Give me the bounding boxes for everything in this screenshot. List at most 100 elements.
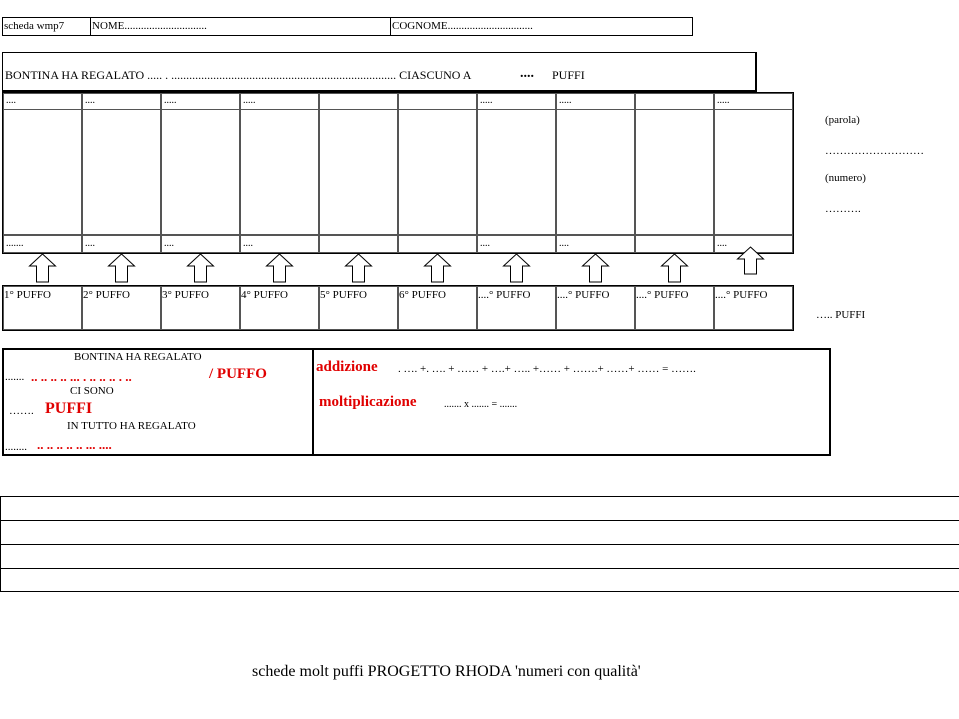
summary-puffi: PUFFI [45,400,93,417]
statement-suffix: PUFFI [552,68,585,82]
writing-line[interactable] [1,544,959,545]
puffi-row-frame [2,285,794,331]
header-divider-2 [390,18,391,35]
summary-line6-dots[interactable]: ........ [5,441,27,453]
up-arrow-icon [186,253,215,283]
numero-answer[interactable]: ………. [825,203,861,215]
statement-prefix: BONTINA HA REGALATO ..... . ............… [5,68,472,82]
column-drawing-cell[interactable] [556,109,635,235]
column-top-text: ..... [243,95,256,106]
column-top-text: ..... [164,95,177,106]
column-top-text: ..... [559,95,572,106]
puffo-label: 1° PUFFO [4,289,51,301]
statement-dots[interactable]: .... [520,66,534,81]
up-arrow-icon [423,253,452,283]
column-bottom-cell[interactable]: .... [161,235,240,253]
puffo-label: ....° PUFFO [557,289,610,301]
column-drawing-cell[interactable] [161,109,240,235]
moltiplicazione-label: moltiplicazione [319,394,417,410]
column-top-text: ..... [717,95,730,106]
up-arrow-icon [107,253,136,283]
moltiplicazione-expression[interactable]: ....... x ....... = ....... [444,399,518,410]
up-arrow-icon [660,253,689,283]
puffo-label: 3° PUFFO [162,289,209,301]
up-arrow-icon [581,253,610,283]
column-drawing-cell[interactable] [714,109,793,235]
numero-label: (numero) [825,172,866,184]
puffo-cell[interactable]: ....° PUFFO [556,286,635,330]
writing-lines [0,496,959,592]
puffo-cell[interactable]: ....° PUFFO [477,286,556,330]
puffo-cell[interactable]: 1° PUFFO [3,286,82,330]
grid-frame [2,92,794,254]
column-bottom-cell[interactable] [398,235,477,253]
puffo-label: 2° PUFFO [83,289,130,301]
puffo-label: ....° PUFFO [478,289,531,301]
column-drawing-cell[interactable] [635,109,714,235]
column-bottom-cell[interactable]: .... [240,235,319,253]
parola-answer[interactable]: ……………………… [825,145,924,157]
up-arrow-icon [502,253,531,283]
header-divider-1 [90,18,91,35]
column-bottom-text: .... [164,238,174,249]
summary-unit: / PUFFO [209,366,267,382]
column-drawing-cell[interactable] [477,109,556,235]
column-drawing-cell[interactable] [240,109,319,235]
addizione-label: addizione [316,359,378,375]
column-bottom-cell[interactable] [319,235,398,253]
column-bottom-text: .... [85,238,95,249]
summary-line6-red-dots[interactable]: .. .. .. .. .. ... .... [37,437,112,452]
column-bottom-cell[interactable] [635,235,714,253]
summary-divider [312,348,314,456]
puffo-label: ....° PUFFO [715,289,768,301]
summary-line1: BONTINA HA REGALATO [74,351,202,363]
summary-box [2,348,831,456]
puffo-cell[interactable]: 6° PUFFO [398,286,477,330]
header-row [2,17,693,36]
puffo-label: ....° PUFFO [636,289,689,301]
cognome-field[interactable]: COGNOME............................... [392,20,533,32]
column-bottom-cell[interactable]: .... [477,235,556,253]
puffo-cell[interactable]: 4° PUFFO [240,286,319,330]
parola-label: (parola) [825,114,860,126]
column-bottom-cell[interactable]: ....... [3,235,82,253]
column-top-text: .... [85,95,95,106]
up-arrow-icon [344,253,373,283]
up-arrow-icon [28,253,57,283]
column-bottom-text: ....... [6,238,24,249]
writing-line[interactable] [1,568,959,569]
column-drawing-cell[interactable] [3,109,82,235]
puffo-cell[interactable]: ....° PUFFO [714,286,793,330]
addizione-expression[interactable]: . …. +. …. + …… + ….+ ….. +…… + …….+ ……+… [398,363,696,375]
column-bottom-cell[interactable]: .... [82,235,161,253]
column-bottom-cell[interactable]: .... [556,235,635,253]
puffo-cell[interactable]: 2° PUFFO [82,286,161,330]
puffo-label: 6° PUFFO [399,289,446,301]
up-arrow-icon [265,253,294,283]
column-drawing-cell[interactable] [82,109,161,235]
summary-line5: IN TUTTO HA REGALATO [67,420,196,432]
total-puffi[interactable]: ….. PUFFI [816,309,866,321]
column-bottom-text: .... [243,238,253,249]
column-drawing-cell[interactable] [319,109,398,235]
summary-line2-red-dots[interactable]: .. .. .. .. ... . .. .. .. . .. [31,369,132,384]
column-drawing-cell[interactable] [398,109,477,235]
summary-line3: CI SONO [70,385,114,397]
footer-caption: schede molt puffi PROGETTO RHODA 'numeri… [252,663,641,680]
puffo-label: 5° PUFFO [320,289,367,301]
puffo-cell[interactable]: ....° PUFFO [635,286,714,330]
column-bottom-text: .... [559,238,569,249]
column-bottom-text: .... [480,238,490,249]
column-bottom-text: .... [717,238,727,249]
summary-line2-dots[interactable]: ....... [5,371,25,383]
summary-line4-dots[interactable]: ……. [9,405,34,417]
writing-line[interactable] [1,520,959,521]
puffo-cell[interactable]: 5° PUFFO [319,286,398,330]
column-top-text: .... [6,95,16,106]
nome-field[interactable]: NOME.............................. [92,20,207,32]
column-top-text: ..... [480,95,493,106]
scheda-label: scheda wmp7 [4,20,65,32]
puffo-cell[interactable]: 3° PUFFO [161,286,240,330]
puffo-label: 4° PUFFO [241,289,288,301]
statement-box [2,52,757,92]
